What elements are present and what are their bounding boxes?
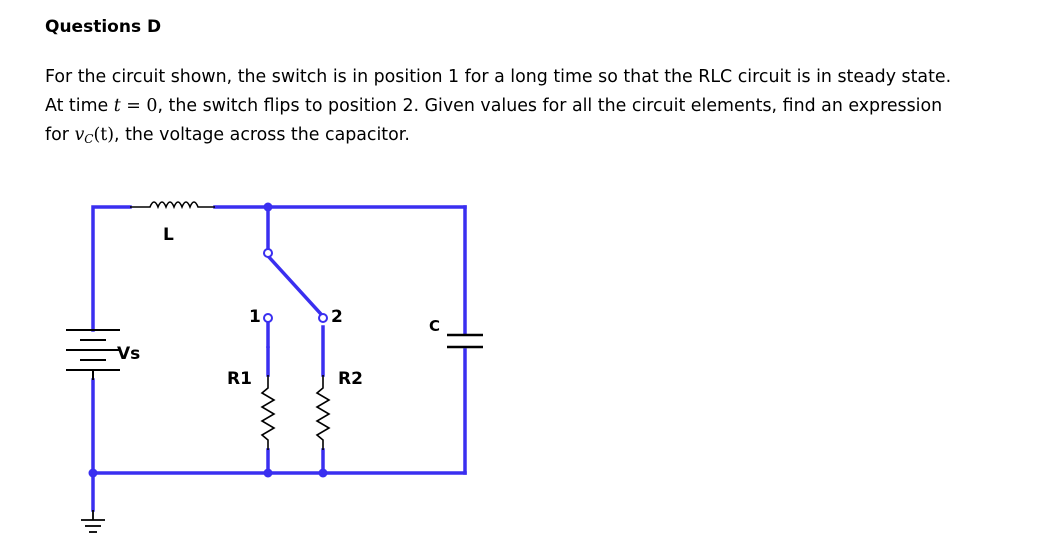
switch-contact-common (263, 248, 273, 258)
question-line-1: For the circuit shown, the switch is in … (45, 67, 952, 87)
wire-left-top (91, 205, 132, 332)
switch-position-1-label: 1 (249, 307, 261, 327)
resistor-r2-label: R2 (338, 369, 363, 389)
question-text: For the circuit shown, the switch is in … (45, 63, 1035, 154)
capacitor-voltage-argument: (t) (93, 125, 115, 145)
resistor-r1-symbol (260, 375, 276, 450)
inductor-label: L (163, 225, 174, 245)
voltage-source-symbol (66, 329, 120, 380)
capacitor-voltage-symbol: v (74, 125, 85, 145)
circuit-wires (91, 205, 467, 512)
junction-dots (88, 202, 328, 478)
resistor-r2-symbol (315, 375, 331, 450)
ground-symbol (81, 510, 105, 533)
junction-bottom-r1 (263, 468, 273, 478)
switch-contacts (263, 248, 328, 323)
capacitor-voltage-subscript: C (84, 132, 94, 146)
source-label: Vs (117, 344, 140, 364)
switch-position-2-label: 2 (331, 307, 343, 327)
junction-bottom-left (88, 468, 98, 478)
resistor-r1-label: R1 (227, 369, 252, 389)
junction-bottom-r2 (318, 468, 328, 478)
switch-contact-1 (263, 313, 273, 323)
switch-blade (265, 253, 323, 316)
time-variable: t (113, 96, 121, 116)
inductor-symbol (130, 201, 215, 210)
question-line-3: for vC(t), the voltage across the capaci… (45, 125, 410, 146)
question-line-2: At time t = 0, the switch flips to posit… (45, 96, 943, 116)
question-heading: Questions D (45, 17, 162, 37)
capacitor-label: C (429, 317, 440, 335)
switch-contact-2 (318, 313, 328, 323)
capacitor-symbol (447, 333, 483, 349)
junction-top (263, 202, 273, 212)
time-equals-zero: = 0 (120, 96, 158, 116)
